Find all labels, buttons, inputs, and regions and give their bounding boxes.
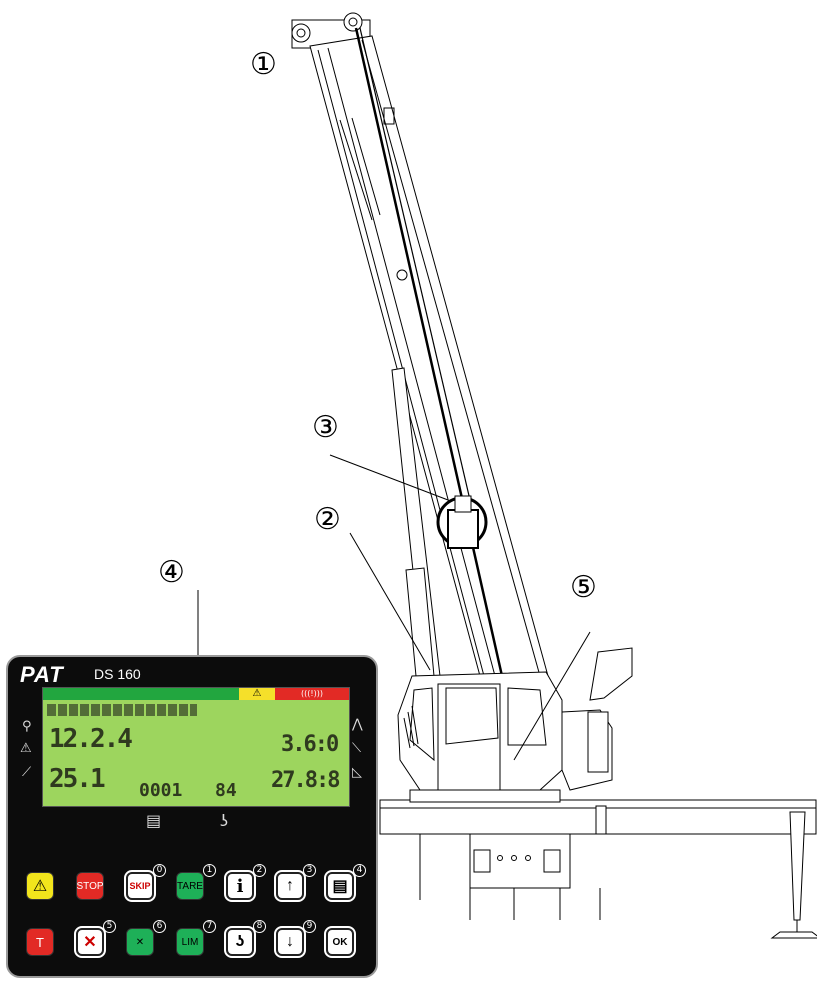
horn-off-button[interactable]: ✕ [74, 926, 106, 958]
hoist-rope [354, 27, 504, 677]
boom-length-icon: ⟋ [22, 765, 32, 780]
num-1: 1 [203, 864, 216, 877]
radius-icon: ◺ [352, 765, 362, 780]
callout-5: ⑤ [570, 570, 597, 605]
control-panel: PAT DS 160 ⚠ (((!))) 12.2.4 25.1 0001 84… [6, 655, 378, 978]
stop-button[interactable]: STOP [76, 872, 104, 900]
display-middle-2: 84 [215, 780, 237, 801]
boom-icon: ⟍ [352, 741, 362, 756]
display-left-bottom: 25.1 [49, 764, 106, 794]
num-6: 6 [153, 920, 166, 933]
num-8: 8 [253, 920, 266, 933]
hook-block [436, 495, 488, 549]
num-0: 0 [153, 864, 166, 877]
angle-icon: ⋀ [352, 717, 363, 732]
callout-3: ③ [312, 410, 339, 445]
warning-button[interactable]: ⚠ [26, 872, 54, 900]
bypass-button[interactable]: ✕ [126, 928, 154, 956]
display-right-bottom: 27.8:8 [271, 768, 340, 793]
status-bar-green [43, 688, 239, 700]
tele-button[interactable]: T [26, 928, 54, 956]
load-bargraph [47, 704, 197, 716]
load-icon: ⚲ [22, 719, 32, 734]
limit-button[interactable]: LIM [176, 928, 204, 956]
up-button[interactable]: ↑ [274, 870, 306, 902]
superstructure [397, 647, 633, 791]
display-middle-1: 0001 [139, 780, 183, 801]
ok-button[interactable]: OK [324, 926, 356, 958]
hook-button[interactable]: ʖ [224, 926, 256, 958]
brand-logo: PAT [20, 662, 64, 687]
hook-icon: ʖ [220, 811, 229, 830]
info-button[interactable]: i [224, 870, 256, 902]
carrier [379, 789, 817, 939]
display-right-top: 3.6:0 [281, 732, 339, 757]
num-4: 4 [353, 864, 366, 877]
num-9: 9 [303, 920, 316, 933]
num-7: 7 [203, 920, 216, 933]
lcd-display: ⚠ (((!))) 12.2.4 25.1 0001 84 3.6:0 27.8… [42, 687, 350, 807]
callout-2: ② [314, 502, 341, 537]
num-5: 5 [103, 920, 116, 933]
tare-button[interactable]: TARE [176, 872, 204, 900]
status-bar-yellow: ⚠ [239, 688, 275, 700]
menu-button[interactable]: ▤ [324, 870, 356, 902]
document-icon: ▤ [146, 811, 162, 830]
skip-button[interactable]: SKIP [124, 870, 156, 902]
crane-load-icon: ⚠ [20, 741, 32, 756]
leader-lines [197, 454, 591, 761]
callout-4: ④ [158, 555, 185, 590]
num-3: 3 [303, 864, 316, 877]
display-left-top: 12.2.4 [49, 724, 133, 754]
down-button[interactable]: ↓ [274, 926, 306, 958]
num-2: 2 [253, 864, 266, 877]
model-label: DS 160 [94, 666, 141, 682]
status-bar-red: (((!))) [275, 688, 349, 700]
callout-1: ① [250, 47, 277, 82]
